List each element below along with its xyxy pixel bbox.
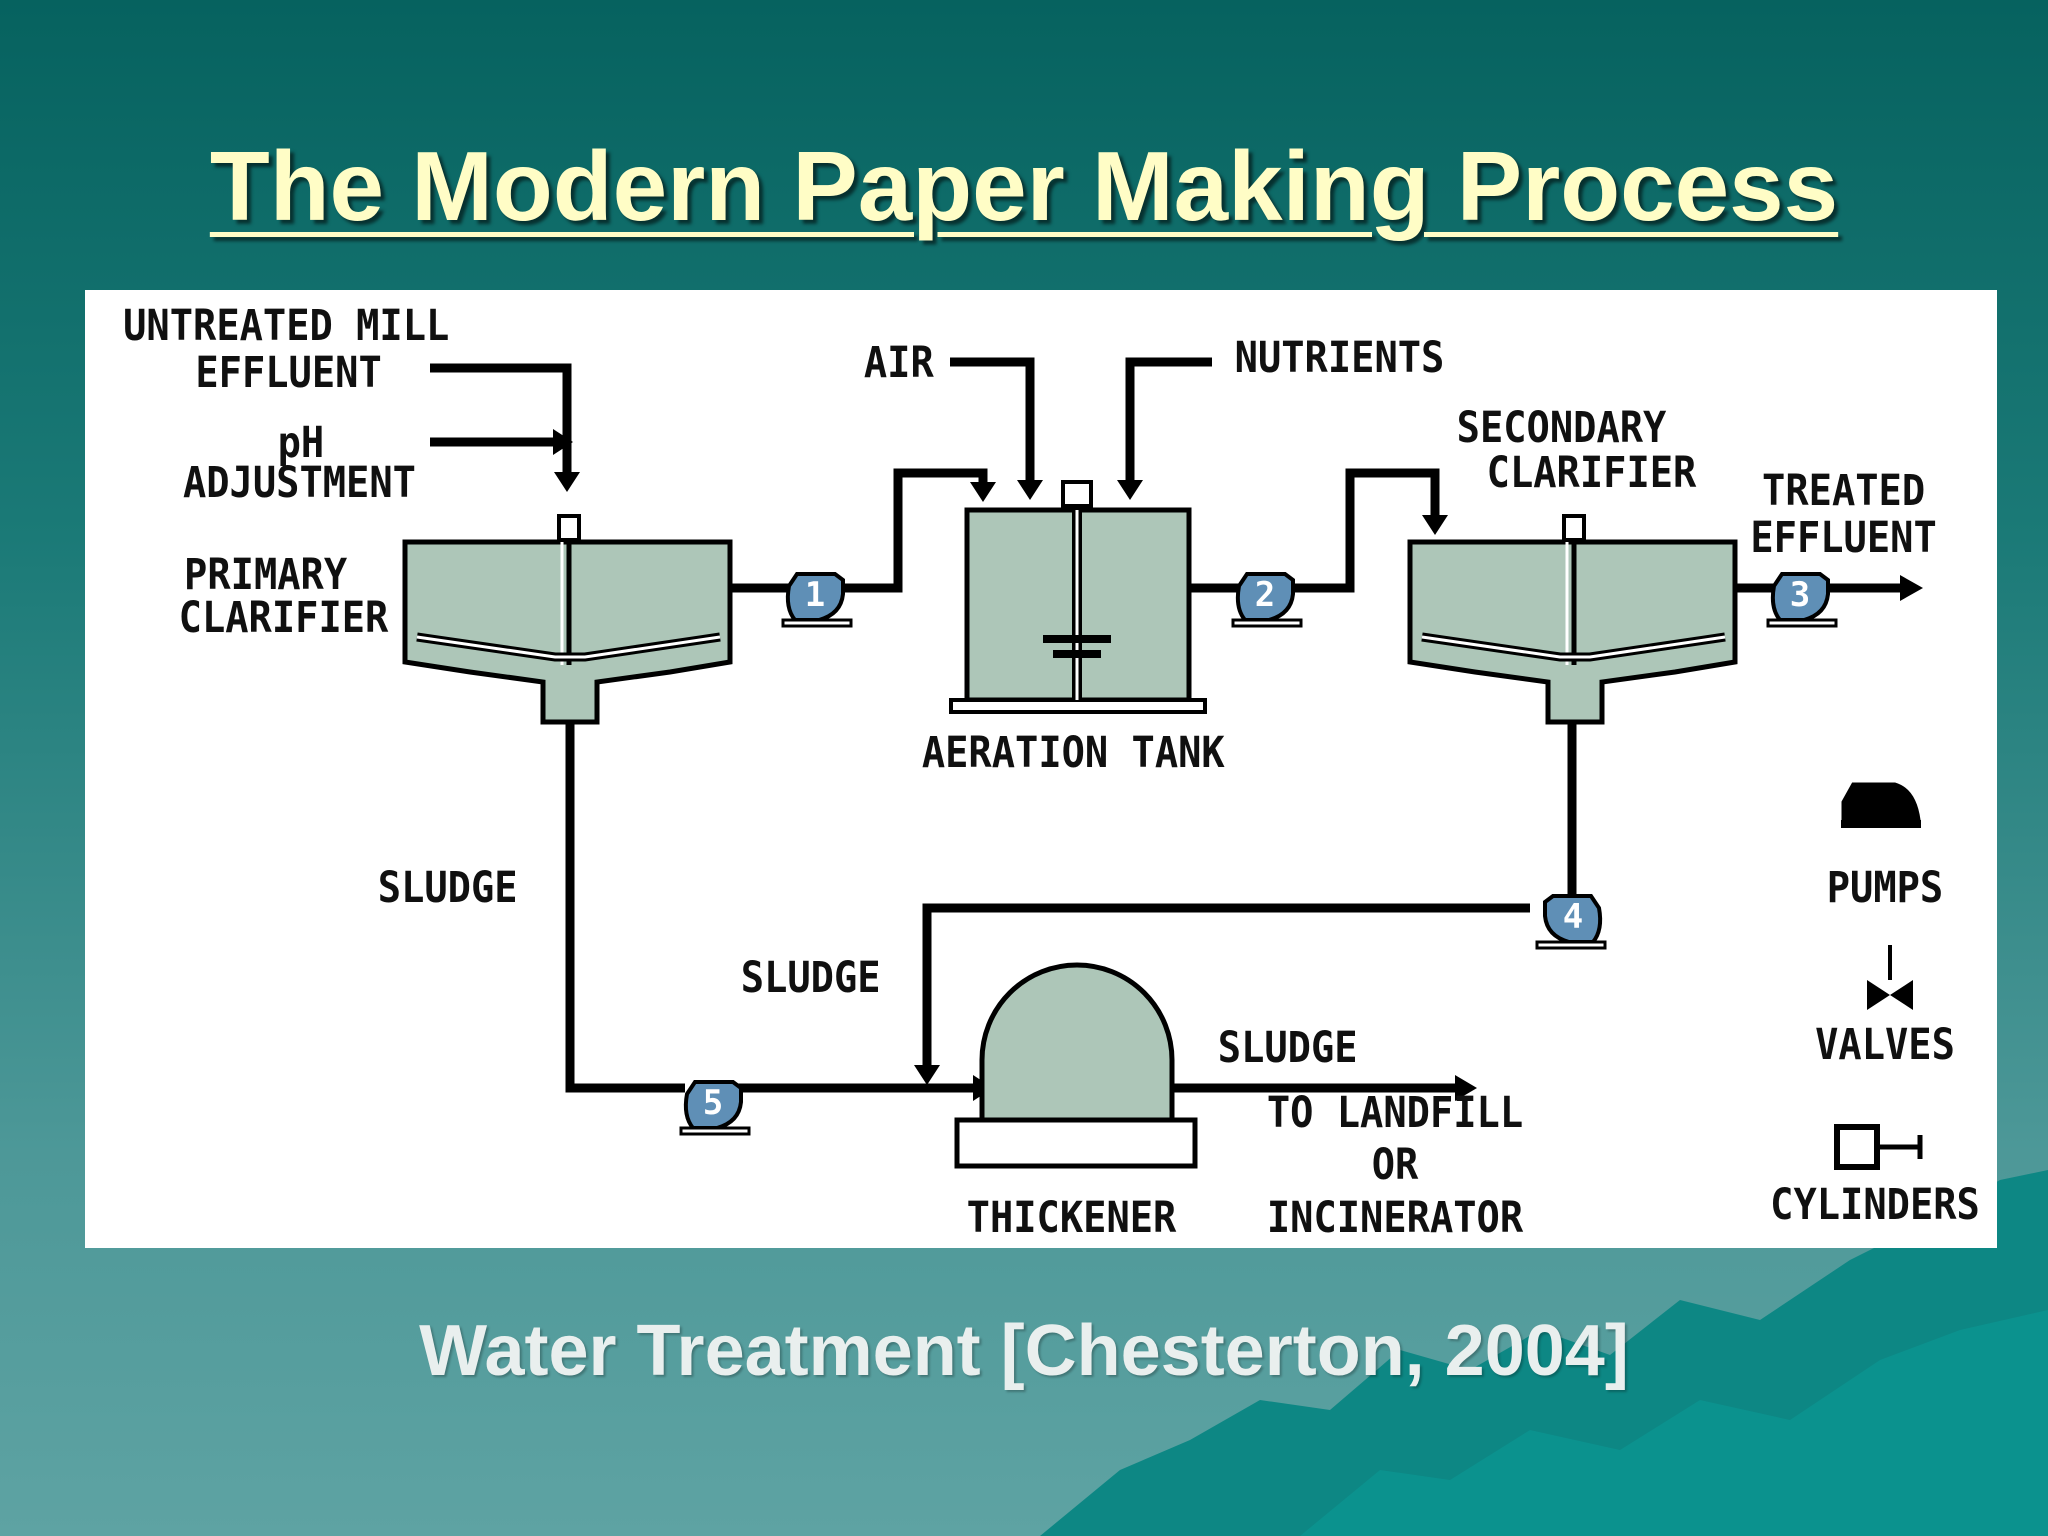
label-secondary-clarifier: CLARIFIER [1486,448,1697,498]
arrow-return-down [914,1065,940,1085]
slide-title: The Modern Paper Making Process [209,131,1839,241]
label-to-landfill: TO LANDFILL [1266,1088,1524,1138]
pump-3-number: 3 [1789,575,1811,615]
label-untreated-mill: UNTREATED MILL [123,301,450,351]
air-pipe [950,357,1035,480]
legend-cylinders-label: CYLINDERS [1770,1180,1980,1230]
thickener [954,962,1198,1169]
process-diagram: UNTREATED MILL EFFLUENT pH ADJUSTMENT PR… [85,290,1997,1248]
label-primary: PRIMARY [184,550,348,600]
legend-valve-icon [1867,945,1913,1010]
arrow-ph [553,429,573,455]
label-treated-effluent: EFFLUENT [1750,513,1937,563]
label-ph: pH [277,418,325,468]
slide-caption: Water Treatment [Chesterton, 2004] [419,1311,1629,1391]
label-nutrients: NUTRIENTS [1234,333,1445,383]
pump-2-number: 2 [1254,575,1276,615]
nutrients-pipe [1125,357,1212,480]
pump4-return-pipe [922,903,1530,1065]
legend-pumps-label: PUMPS [1826,863,1944,913]
pump-1-icon [781,572,853,628]
pump-4-number: 4 [1562,897,1584,937]
label-aeration-tank: AERATION TANK [921,728,1225,778]
legend-pump-icon [1841,782,1921,828]
label-sludge-primary: SLUDGE [377,863,518,913]
label-sludge-return: SLUDGE [740,953,881,1003]
arrow-treated-out [1900,575,1923,601]
primary-clarifier [402,514,733,725]
arrow-effluent-in [554,472,580,492]
label-air: AIR [863,338,934,388]
pump-3-icon [1766,572,1838,628]
label-or: OR [1371,1140,1419,1190]
pump-4-icon [1535,894,1607,950]
pump-5-icon [679,1080,751,1136]
untreated-effluent-pipe [430,363,572,472]
label-primary-clarifier: CLARIFIER [178,593,389,643]
pump-5-number: 5 [702,1083,724,1123]
label-sludge-out: SLUDGE [1217,1023,1358,1073]
arrow-secondary-in [1422,515,1448,535]
legend-valves-label: VALVES [1815,1020,1955,1070]
arrow-air [1017,480,1043,500]
arrow-nutrients [1117,480,1143,500]
label-thickener: THICKENER [966,1193,1177,1243]
label-secondary: SECONDARY [1456,403,1667,453]
label-effluent: EFFLUENT [195,348,382,398]
legend-cylinder-icon [1834,1124,1923,1170]
pump2-to-secondary-pipe [1295,468,1440,593]
secondary-clarifier [1407,514,1738,725]
arrow-landfill [1455,1075,1477,1101]
label-incinerator: INCINERATOR [1266,1193,1524,1243]
pump-1-number: 1 [804,575,826,615]
pump-2-icon [1231,572,1303,628]
label-treated: TREATED [1762,466,1926,516]
primary-sludge-pipe [565,722,685,1093]
arrow-aeration-in [970,482,996,502]
aeration-tank [949,480,1207,714]
pump1-to-aeration-pipe [845,468,988,593]
label-adjustment: ADJUSTMENT [182,458,416,508]
